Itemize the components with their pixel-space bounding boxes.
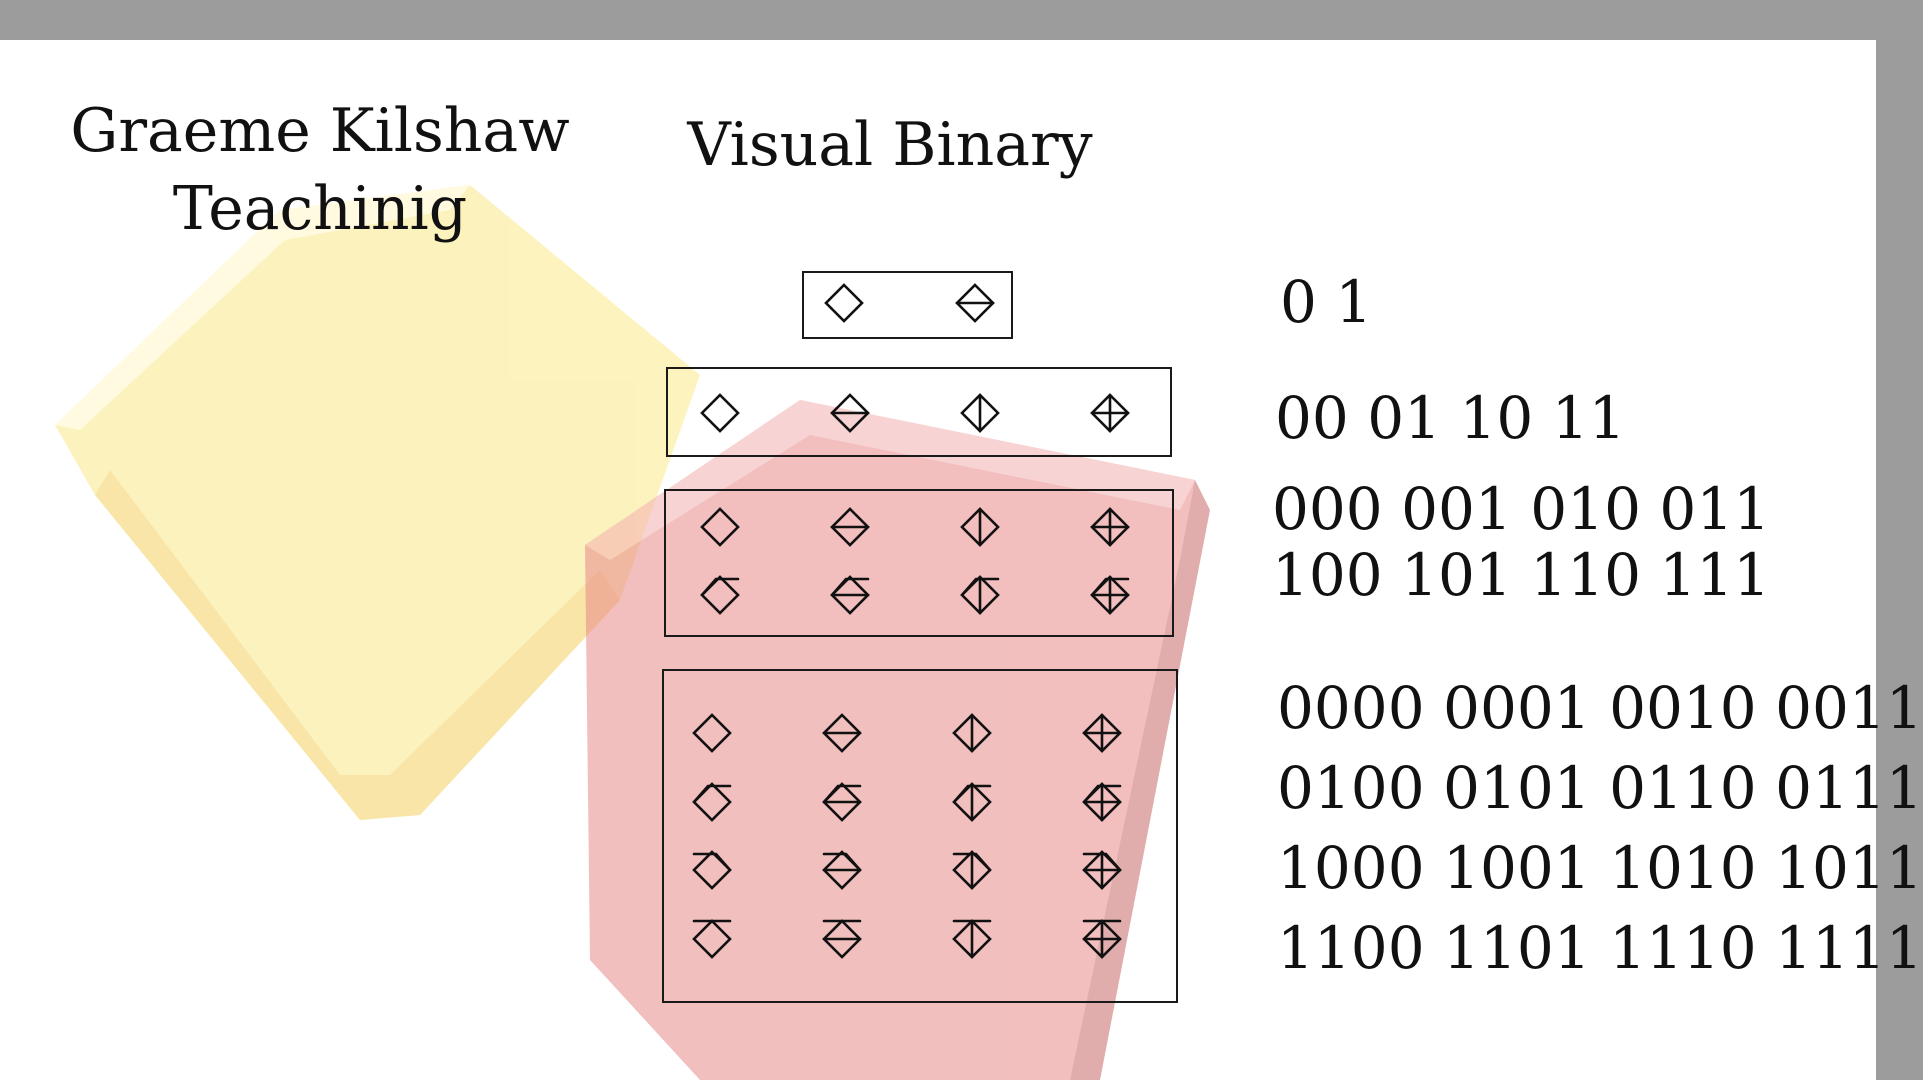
glyph-0110 bbox=[952, 782, 992, 822]
red-cube-image bbox=[585, 400, 1210, 1080]
glyph-0000 bbox=[692, 713, 732, 753]
glyph-11 bbox=[1090, 393, 1130, 433]
codes-line: 1000 1001 1010 1011 bbox=[1277, 834, 1923, 902]
binary-glyphs bbox=[692, 283, 1130, 959]
codes-line: 000 001 010 011 bbox=[1272, 475, 1771, 543]
glyph-1010 bbox=[952, 850, 992, 890]
glyph-010 bbox=[960, 507, 1000, 547]
author-line-1: Graeme Kilshaw bbox=[70, 96, 570, 166]
glyph-10 bbox=[960, 393, 1000, 433]
glyph-000 bbox=[700, 507, 740, 547]
glyph-1110 bbox=[952, 919, 992, 959]
glyph-01 bbox=[830, 393, 870, 433]
yellow-cube-image bbox=[55, 185, 700, 820]
frame-3-bit bbox=[664, 489, 1174, 637]
slide: Graeme Kilshaw Teachinig Visual Binary 0… bbox=[0, 40, 1923, 1080]
glyph-1101 bbox=[822, 919, 862, 959]
glyph-001 bbox=[830, 507, 870, 547]
author-line-2: Teachinig bbox=[172, 174, 468, 244]
codes-line: 00 01 10 11 bbox=[1275, 384, 1626, 452]
slide-title: Visual Binary bbox=[687, 110, 1093, 180]
glyph-1111 bbox=[1082, 919, 1122, 959]
glyph-111 bbox=[1090, 575, 1130, 615]
author-name: Graeme Kilshaw Teachinig bbox=[60, 92, 580, 248]
codes-line: 1100 1101 1110 1111 bbox=[1277, 914, 1923, 982]
glyph-0 bbox=[824, 283, 864, 323]
glyph-0001 bbox=[822, 713, 862, 753]
background-cubes-image bbox=[55, 185, 1210, 1080]
glyph-100 bbox=[700, 575, 740, 615]
frame-2-bit bbox=[666, 367, 1172, 457]
glyph-0100 bbox=[692, 782, 732, 822]
glyph-1001 bbox=[822, 850, 862, 890]
codes-4-bit: 0000 0001 0010 0011 0100 0101 0110 0111 … bbox=[1277, 668, 1923, 988]
glyph-101 bbox=[830, 575, 870, 615]
codes-1-bit: 0 1 bbox=[1280, 262, 1372, 342]
codes-line: 100 101 110 111 bbox=[1272, 541, 1771, 609]
glyph-0101 bbox=[822, 782, 862, 822]
glyph-011 bbox=[1090, 507, 1130, 547]
codes-3-bit: 000 001 010 011 100 101 110 111 bbox=[1272, 476, 1770, 608]
codes-line: 0000 0001 0010 0011 bbox=[1277, 674, 1923, 742]
codes-line: 0 1 bbox=[1280, 268, 1373, 336]
frame-1-bit bbox=[802, 271, 1013, 339]
glyph-0111 bbox=[1082, 782, 1122, 822]
glyph-110 bbox=[960, 575, 1000, 615]
codes-2-bit: 00 01 10 11 bbox=[1275, 378, 1626, 458]
glyph-00 bbox=[700, 393, 740, 433]
codes-line: 0100 0101 0110 0111 bbox=[1277, 754, 1923, 822]
glyph-1000 bbox=[692, 850, 732, 890]
glyph-1 bbox=[955, 283, 995, 323]
frame-4-bit bbox=[662, 669, 1178, 1003]
glyph-0010 bbox=[952, 713, 992, 753]
glyph-0011 bbox=[1082, 713, 1122, 753]
glyph-1100 bbox=[692, 919, 732, 959]
glyph-1011 bbox=[1082, 850, 1122, 890]
